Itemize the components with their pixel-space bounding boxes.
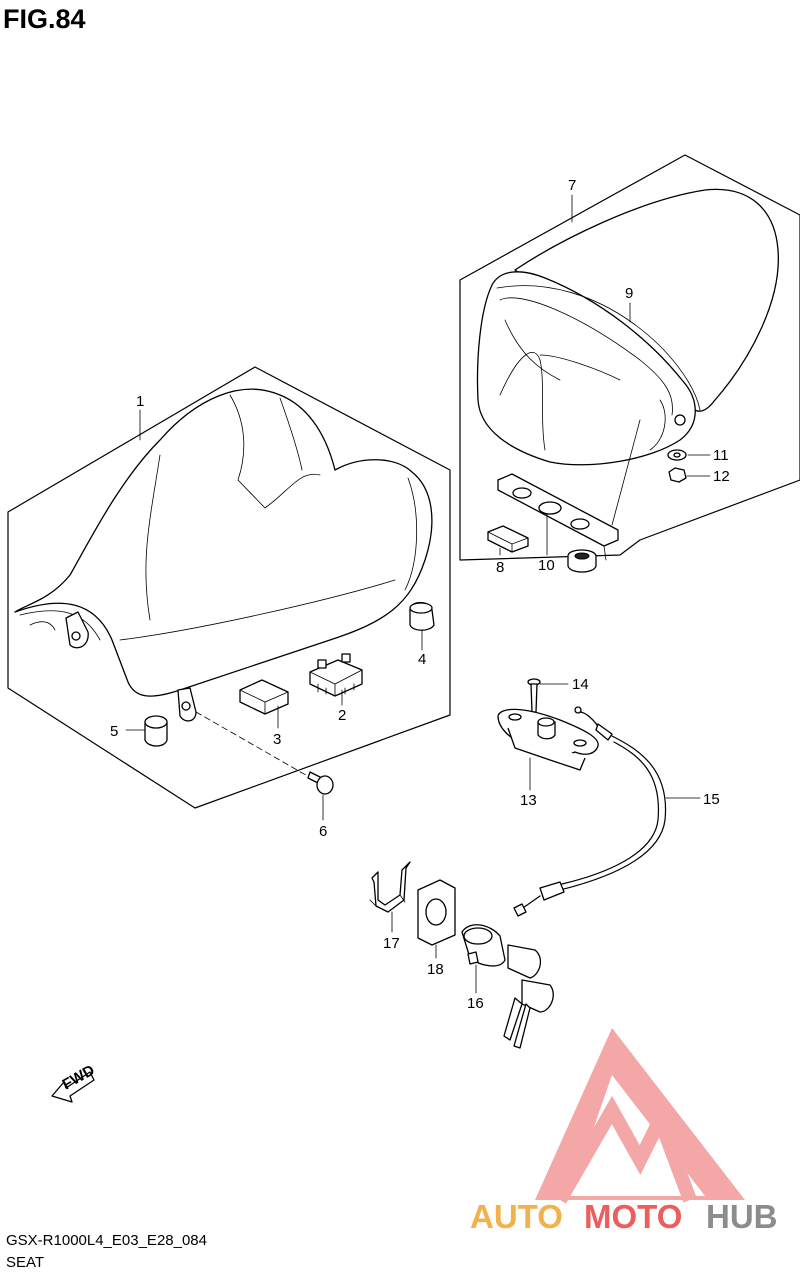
clip-part-17[interactable] [369,861,411,913]
callout-11: 11 [713,447,729,464]
callout-14: 14 [572,676,589,693]
pad-part-8[interactable] [487,525,529,553]
bolt-part-6[interactable] [195,711,334,795]
damper-part-2[interactable] [309,653,363,697]
callout-16: 16 [467,995,484,1012]
watermark-hub: HUB [706,1198,778,1235]
watermark-auto: AUTO [470,1198,563,1235]
figure-title: FIG.84 [3,4,86,34]
callout-labels: 1 2 3 4 5 6 7 8 9 10 11 12 14 13 15 16 1… [110,177,730,1012]
callout-3: 3 [273,731,281,748]
watermark-logo [535,1028,745,1204]
figure-code: GSX-R1000L4_E03_E28_084 [6,1232,207,1249]
callout-8: 8 [496,559,504,576]
lock-cylinder-part-16[interactable] [461,924,554,1049]
rear-seat-cowl[interactable] [476,188,779,466]
callout-13: 13 [520,792,537,809]
nut-part-12[interactable] [668,467,687,483]
seat-panel-front [7,366,451,809]
watermark-moto: MOTO [584,1198,682,1235]
callout-10: 10 [538,557,555,574]
callout-7: 7 [568,177,576,194]
figure-name: SEAT [6,1254,45,1271]
leader-lines [125,194,711,994]
callout-2: 2 [338,707,346,724]
callout-18: 18 [427,961,444,978]
bracket-part-10[interactable] [497,419,641,573]
watermark-wordmark: AUTO MOTO HUB [470,1198,778,1235]
screw-part-14[interactable] [527,678,541,713]
callout-12: 12 [713,468,730,485]
washer-part-11[interactable] [667,449,687,461]
callout-15: 15 [703,791,720,808]
cushion-part-5[interactable] [144,715,168,747]
block-part-3[interactable] [239,679,289,715]
seat-panel-rear [459,154,800,561]
callout-5: 5 [110,723,118,740]
callout-1: 1 [136,393,144,410]
forward-direction-arrow: FWD [51,1062,98,1103]
plate-part-18[interactable] [417,879,456,946]
callout-4: 4 [418,651,426,668]
cushion-part-4[interactable] [409,601,435,631]
cable-part-15[interactable] [513,706,667,917]
callout-17: 17 [383,935,400,952]
front-seat[interactable] [14,388,433,722]
callout-9: 9 [625,285,633,302]
watermark-triangle [535,1028,745,1200]
seat-lock-part-13[interactable] [497,708,599,771]
callout-6: 6 [319,823,327,840]
